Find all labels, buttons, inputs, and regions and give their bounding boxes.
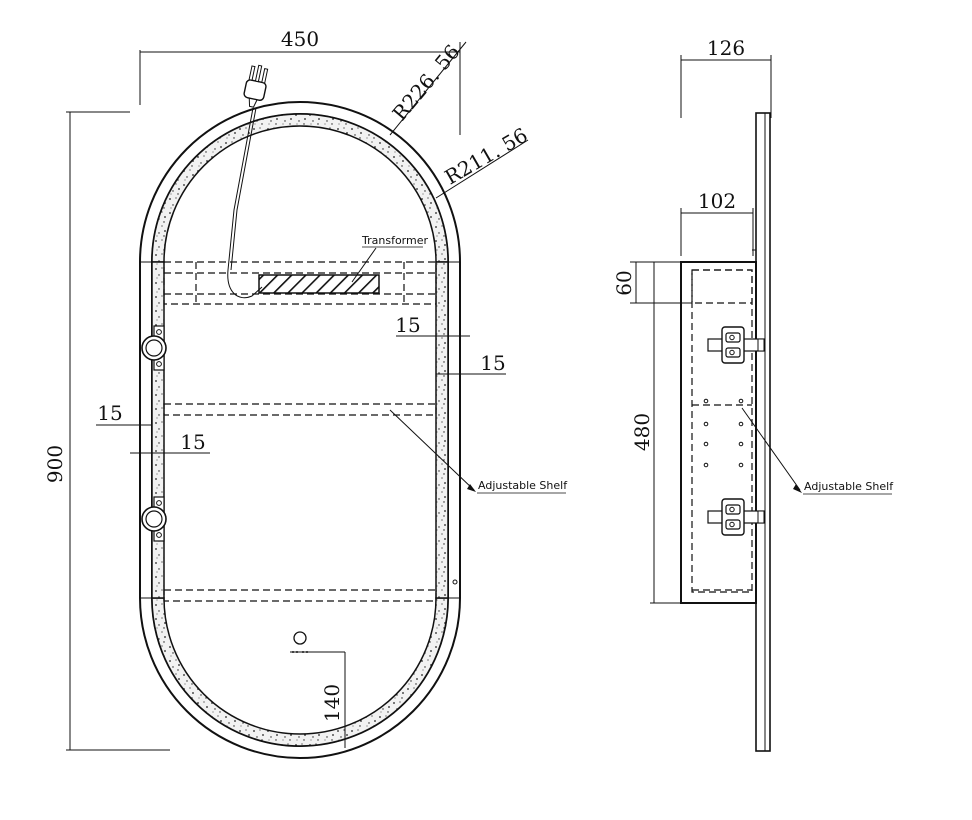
dim-frame-left-outer: 15: [96, 401, 152, 426]
dim-frame-right: 15: [436, 351, 506, 375]
dim-total-depth-label: 126: [707, 36, 745, 60]
dim-frame-left-outer-label: 15: [97, 401, 122, 425]
dim-frame-left-inner-label: 15: [180, 430, 205, 454]
dim-frame-left-inner: 15: [130, 430, 210, 454]
side-cabinet: [680, 261, 757, 604]
side-shelf-callout: Adjustable Shelf: [741, 407, 894, 495]
side-view: 126 102 60 480 Adjustable Shelf: [612, 36, 894, 752]
power-cord: [227, 107, 263, 299]
dim-inner-radius-label: R211. 56: [441, 123, 532, 189]
hinge-icon: [707, 326, 765, 364]
dim-total-depth: 126: [680, 36, 772, 118]
hinge-icon: [141, 496, 167, 542]
front-shelf-callout: Adjustable Shelf: [389, 409, 568, 494]
dim-shelf-gap-top-label: 15: [395, 313, 420, 337]
transformer: [258, 274, 380, 294]
dim-height: 900: [43, 111, 170, 751]
dim-inner-radius: R211. 56: [435, 123, 532, 199]
power-plug-icon: [243, 64, 269, 108]
front-shelf-label: Adjustable Shelf: [478, 479, 568, 492]
dim-top-offset: 60: [612, 261, 692, 304]
transformer-compartment: [163, 261, 437, 305]
front-shelf-upper: [163, 403, 437, 416]
dim-cabinet-depth-label: 102: [698, 189, 736, 213]
transformer-callout: Transformer: [351, 234, 428, 283]
side-shelf-label: Adjustable Shelf: [804, 480, 894, 493]
front-shelf-lower: [163, 589, 437, 602]
dim-width: 450: [139, 27, 461, 135]
transformer-label: Transformer: [361, 234, 428, 247]
hinge-icon: [707, 498, 765, 536]
dim-cabinet-depth: 102: [680, 189, 754, 256]
dim-cabinet-height: 480: [630, 262, 681, 604]
dim-cabinet-height-label: 480: [630, 413, 654, 451]
dim-sensor-height: 140: [320, 652, 346, 748]
dim-top-offset-label: 60: [612, 270, 636, 295]
sensor-icon: [290, 631, 345, 653]
dim-shelf-gap-top: 15: [395, 313, 470, 337]
hinge-icon: [141, 325, 167, 371]
dim-frame-right-label: 15: [480, 351, 505, 375]
dim-height-label: 900: [43, 445, 67, 483]
dim-width-label: 450: [281, 27, 319, 51]
dim-outer-radius: R226. 56: [387, 40, 467, 136]
front-view: 450 R226. 56 R211. 56 900 15 15: [43, 27, 568, 759]
mirror-frame: [139, 101, 461, 759]
dim-outer-radius-label: R226. 56: [387, 40, 464, 125]
dim-sensor-height-label: 140: [320, 684, 344, 722]
